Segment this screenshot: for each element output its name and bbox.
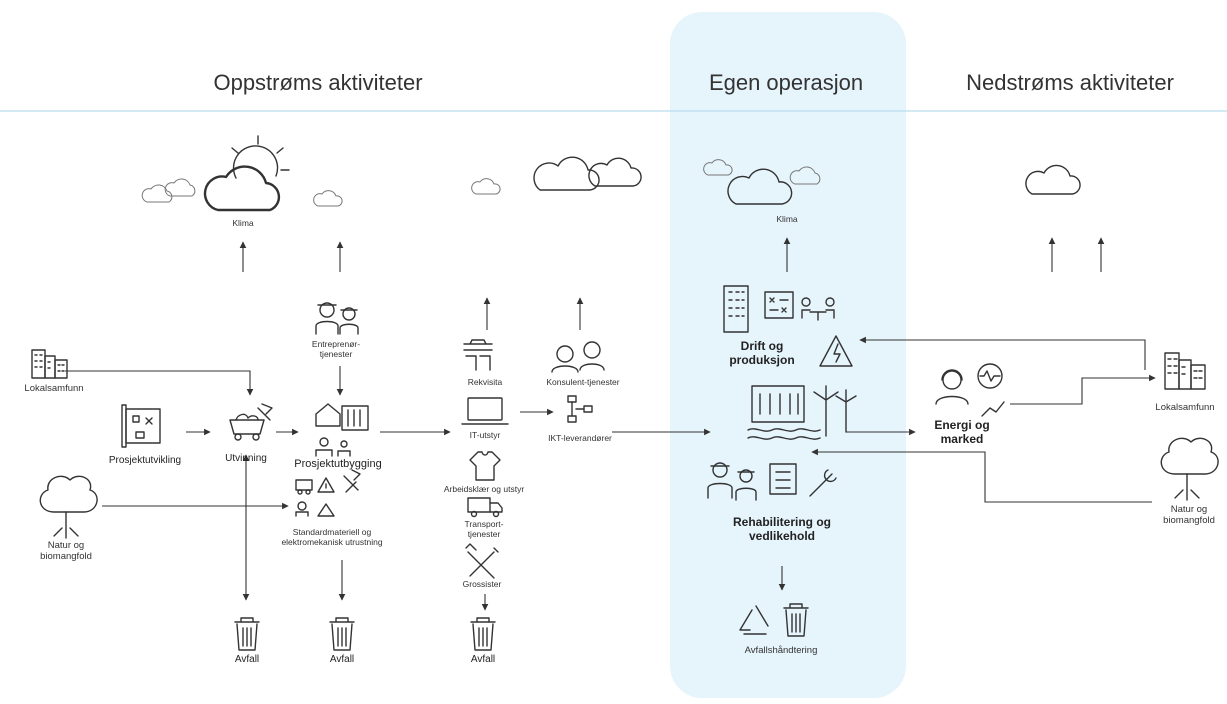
cloud-icon xyxy=(533,156,600,191)
label-natur-left: Natur og biomangfold xyxy=(40,540,92,562)
label-drift: Drift og produksjon xyxy=(729,339,795,367)
cloud-icon xyxy=(203,165,281,212)
label-ikt: IKT-leverandører xyxy=(548,433,612,443)
buildings-icon xyxy=(31,349,68,379)
label-prosjektutbygging: Prosjektutbygging xyxy=(294,458,382,470)
trash-bin-icon xyxy=(329,617,355,651)
label-utvinning: Utvinning xyxy=(225,453,267,464)
buildings-icon xyxy=(1164,352,1206,390)
label-lokalsamfunn-left: Lokalsamfunn xyxy=(24,383,84,394)
flow-arrow xyxy=(859,336,1146,370)
shirt-icon xyxy=(469,451,501,481)
strategy-board-icon xyxy=(764,291,794,319)
construction-icon xyxy=(315,403,369,457)
header-upstream: Oppstrøms aktiviteter xyxy=(213,70,423,95)
label-klima-own: Klima xyxy=(776,214,798,224)
label-rehab: Rehabilitering og vedlikehold xyxy=(732,515,832,543)
office-supplies-icon xyxy=(463,339,493,371)
wind-turbine-icon xyxy=(813,385,857,437)
label-avfall-1: Avfall xyxy=(234,654,260,665)
flow-arrow xyxy=(65,370,254,396)
header-downstream: Nedstrøms aktiviteter xyxy=(966,70,1174,95)
label-energi: Energi og marked xyxy=(934,418,990,446)
label-arbeidsklaer: Arbeidsklær og utstyr xyxy=(443,484,525,494)
high-voltage-icon xyxy=(819,335,853,367)
trash-bin-icon xyxy=(470,617,496,651)
checklist-icon xyxy=(769,463,797,495)
label-natur-right: Natur og biomangfold xyxy=(1163,504,1215,526)
own-operations-panel xyxy=(670,12,906,698)
consultants-icon xyxy=(551,341,605,373)
office-building-icon xyxy=(723,285,749,333)
label-grossister: Grossister xyxy=(462,579,502,589)
label-prosjektutvikling: Prosjektutvikling xyxy=(108,455,182,466)
cloud-icon xyxy=(471,178,501,195)
cloud-icon xyxy=(1025,164,1081,195)
cloud-icon xyxy=(588,157,642,187)
cloud-icon xyxy=(789,166,821,185)
label-konsulent: Konsulent-tjenester xyxy=(546,377,620,387)
flow-arrow xyxy=(811,448,1152,503)
cloud-icon xyxy=(313,190,343,207)
truck-icon xyxy=(467,497,503,518)
laptop-icon xyxy=(461,397,509,425)
blueprint-icon xyxy=(121,404,161,448)
workers-icon xyxy=(315,302,359,335)
label-klima-upstream: Klima xyxy=(232,218,254,228)
wrench-icon xyxy=(809,469,837,497)
hydropower-dam-icon xyxy=(747,385,821,440)
customer-service-icon xyxy=(935,363,1005,417)
label-rekvisita: Rekvisita xyxy=(467,377,503,387)
recycling-icon xyxy=(739,605,769,635)
label-avfallshandtering: Avfallshåndtering xyxy=(744,645,818,656)
header-own-operations: Egen operasjon xyxy=(708,70,864,95)
mine-cart-icon xyxy=(229,403,273,441)
wrench-screwdriver-icon xyxy=(465,543,499,579)
label-it-utstyr: IT-utstyr xyxy=(469,430,501,440)
trash-bin-icon xyxy=(783,603,809,637)
tree-icon xyxy=(1160,437,1219,501)
label-standardmateriell: Standardmateriell og elektromekanisk utr… xyxy=(281,527,383,547)
meeting-icon xyxy=(801,297,835,321)
trash-bin-icon xyxy=(234,617,260,651)
cloud-icon xyxy=(727,168,793,205)
cloud-icon xyxy=(164,178,196,197)
tools-machinery-icon xyxy=(295,469,361,517)
label-lokalsamfunn-right: Lokalsamfunn xyxy=(1155,402,1215,413)
maintenance-workers-icon xyxy=(707,462,757,501)
cloud-icon xyxy=(703,159,733,176)
label-avfall-2: Avfall xyxy=(329,654,355,665)
sun-icon xyxy=(231,135,290,179)
tree-icon xyxy=(39,475,98,539)
flow-arrow xyxy=(1010,374,1156,405)
label-entreprenor: Entreprenør- tjenester xyxy=(311,339,361,359)
cloud-icon xyxy=(141,184,173,203)
label-avfall-3: Avfall xyxy=(470,654,496,665)
network-icon xyxy=(567,395,593,423)
label-transport: Transport- tjenester xyxy=(464,519,504,539)
